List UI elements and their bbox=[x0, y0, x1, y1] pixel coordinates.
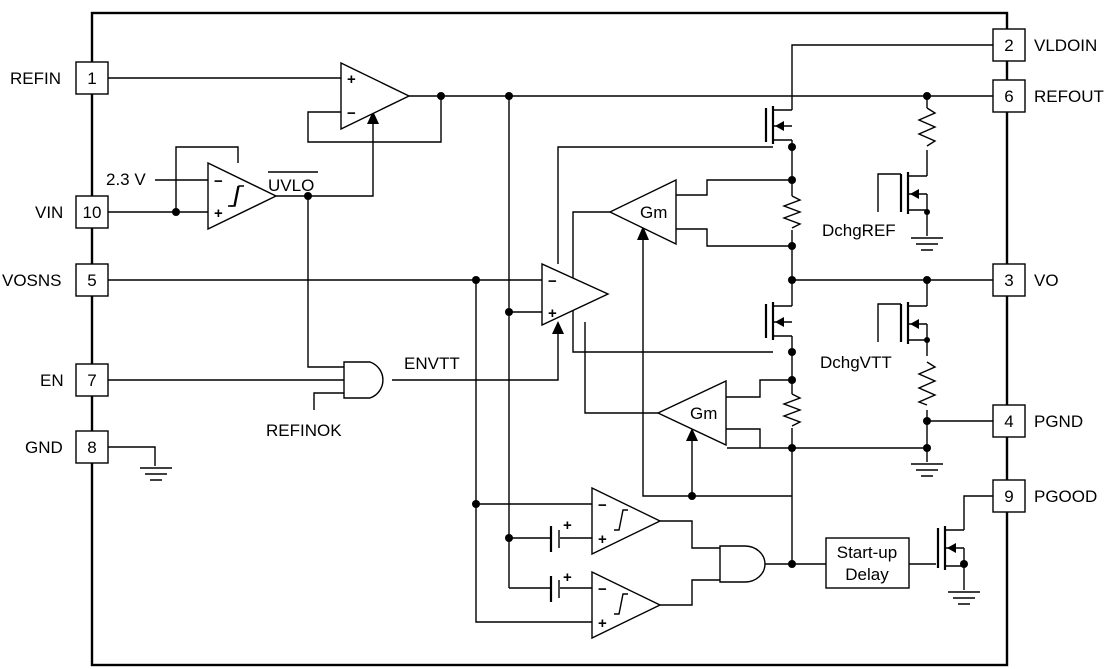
label-refinok: REFINOK bbox=[266, 421, 342, 440]
resistor-feedback-lower bbox=[782, 393, 802, 427]
svg-text:+: + bbox=[214, 205, 223, 222]
svg-text:VOSNS: VOSNS bbox=[2, 271, 62, 290]
uvlo-comparator: − + bbox=[207, 161, 278, 231]
svg-text:8: 8 bbox=[87, 438, 96, 457]
pin-refin: 1 REFIN bbox=[10, 61, 109, 95]
svg-text:7: 7 bbox=[87, 371, 96, 390]
pin-refout: 6 REFOUT bbox=[992, 79, 1104, 113]
ref-buffer-amp: + − bbox=[340, 61, 411, 131]
startup-delay-block: Start-up Delay bbox=[825, 537, 910, 589]
svg-text:−: − bbox=[347, 105, 356, 122]
svg-text:+: + bbox=[598, 531, 607, 548]
label-dchgvtt: DchgVTT bbox=[820, 353, 892, 372]
svg-text:PGND: PGND bbox=[1034, 412, 1083, 431]
resistor-feedback-upper bbox=[782, 195, 802, 229]
label-envtt: ENVTT bbox=[404, 354, 460, 373]
envtt-and-gate bbox=[343, 361, 384, 399]
svg-text:Gm: Gm bbox=[690, 404, 717, 423]
ref-source-lower: + bbox=[549, 569, 572, 602]
ground-symbol-pgood bbox=[948, 591, 980, 605]
mosfet-dchgref bbox=[877, 172, 928, 214]
resistor-dchgvtt bbox=[917, 361, 937, 406]
pin-pgood: 9 PGOOD bbox=[992, 479, 1097, 513]
ground-symbol-pgnd bbox=[911, 463, 943, 477]
label-uvlo: UVLO bbox=[268, 176, 314, 195]
svg-text:4: 4 bbox=[1004, 412, 1013, 431]
gm-amp-lower: Gm bbox=[656, 379, 727, 447]
ref-source-upper: + bbox=[549, 517, 572, 552]
svg-text:EN: EN bbox=[40, 371, 64, 390]
error-amp: − + bbox=[541, 262, 610, 327]
svg-text:VLDOIN: VLDOIN bbox=[1034, 36, 1097, 55]
svg-text:Start-up: Start-up bbox=[837, 543, 897, 562]
svg-text:REFOUT: REFOUT bbox=[1034, 87, 1104, 106]
svg-text:+: + bbox=[563, 517, 572, 534]
ground-symbol-gnd bbox=[140, 467, 172, 481]
pgood-comparator-upper: − + bbox=[591, 486, 662, 556]
pin-en: 7 EN bbox=[40, 363, 109, 397]
pin-vo: 3 VO bbox=[992, 263, 1059, 297]
svg-text:2: 2 bbox=[1004, 36, 1013, 55]
svg-text:+: + bbox=[548, 305, 557, 322]
gm-amp-upper: Gm bbox=[608, 178, 677, 246]
chip-outline bbox=[90, 11, 1009, 667]
mosfet-low-side bbox=[764, 302, 792, 340]
svg-text:10: 10 bbox=[83, 203, 102, 222]
pin-gnd: 8 GND bbox=[25, 430, 109, 464]
ground-symbol-dchgref bbox=[911, 237, 943, 251]
svg-text:3: 3 bbox=[1004, 271, 1013, 290]
resistor-dchgref bbox=[917, 107, 937, 147]
mosfet-high-side bbox=[764, 106, 792, 144]
svg-text:−: − bbox=[598, 581, 607, 598]
svg-text:VO: VO bbox=[1034, 271, 1059, 290]
pin-vosns: 5 VOSNS bbox=[2, 263, 109, 297]
svg-text:−: − bbox=[548, 273, 557, 290]
label-dchgref: DchgREF bbox=[822, 221, 896, 240]
svg-text:1: 1 bbox=[87, 69, 96, 88]
svg-text:+: + bbox=[347, 71, 356, 88]
label-2v3: 2.3 V bbox=[106, 170, 146, 189]
svg-text:5: 5 bbox=[87, 271, 96, 290]
svg-text:+: + bbox=[598, 615, 607, 632]
svg-text:GND: GND bbox=[25, 438, 63, 457]
svg-text:PGOOD: PGOOD bbox=[1034, 487, 1097, 506]
svg-text:−: − bbox=[598, 497, 607, 514]
svg-text:Delay: Delay bbox=[845, 565, 889, 584]
svg-text:Gm: Gm bbox=[640, 203, 667, 222]
junctions bbox=[172, 92, 968, 568]
mosfet-dchgvtt bbox=[877, 302, 928, 344]
pgood-and-gate bbox=[719, 545, 766, 583]
arrows bbox=[367, 111, 698, 441]
svg-text:9: 9 bbox=[1004, 487, 1013, 506]
pin-vldoin: 2 VLDOIN bbox=[992, 28, 1097, 62]
mosfet-pgood bbox=[936, 526, 965, 570]
pgood-comparator-lower: − + bbox=[591, 570, 662, 640]
svg-text:−: − bbox=[214, 173, 223, 190]
pin-pgnd: 4 PGND bbox=[992, 404, 1083, 438]
svg-text:+: + bbox=[563, 569, 572, 586]
svg-text:6: 6 bbox=[1004, 87, 1013, 106]
svg-text:VIN: VIN bbox=[35, 203, 63, 222]
pin-vin: 10 VIN bbox=[35, 195, 109, 229]
svg-text:REFIN: REFIN bbox=[10, 69, 61, 88]
